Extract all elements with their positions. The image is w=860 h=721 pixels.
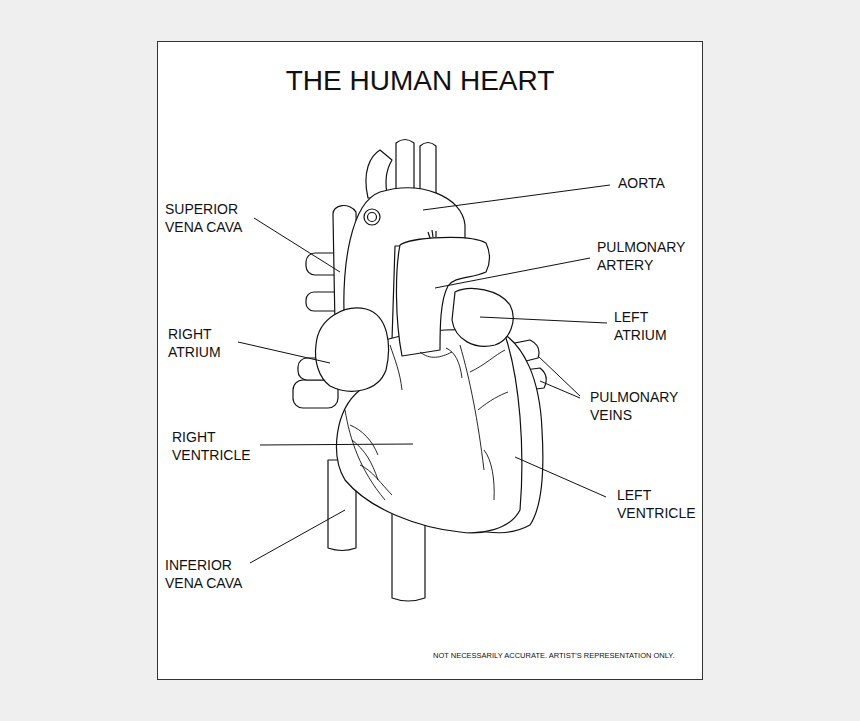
- part-label: SUPERIOR VENA CAVA: [165, 200, 260, 236]
- part-label: RIGHT VENTRICLE: [172, 428, 260, 464]
- coronary-vessels: [345, 345, 508, 500]
- diagram-title: THE HUMAN HEART: [140, 64, 700, 98]
- part-label: PULMONARY VEINS: [590, 388, 695, 424]
- valve-marks: [428, 230, 436, 238]
- part-label: INFERIOR VENA CAVA: [165, 556, 260, 592]
- part-label: LEFT VENTRICLE: [617, 486, 702, 522]
- part-label: PULMONARY ARTERY: [597, 238, 702, 274]
- right-atrium-shape: [316, 308, 389, 391]
- disclaimer-note: NOT NECESSARILY ACCURATE. ARTIST'S REPRE…: [433, 651, 675, 661]
- part-label: RIGHT ATRIUM: [168, 325, 238, 361]
- vessel-opening: [364, 209, 380, 225]
- vessel-opening: [368, 213, 377, 222]
- leader-lines: [238, 185, 610, 563]
- part-label: AORTA: [618, 174, 708, 192]
- part-label: LEFT ATRIUM: [614, 308, 689, 344]
